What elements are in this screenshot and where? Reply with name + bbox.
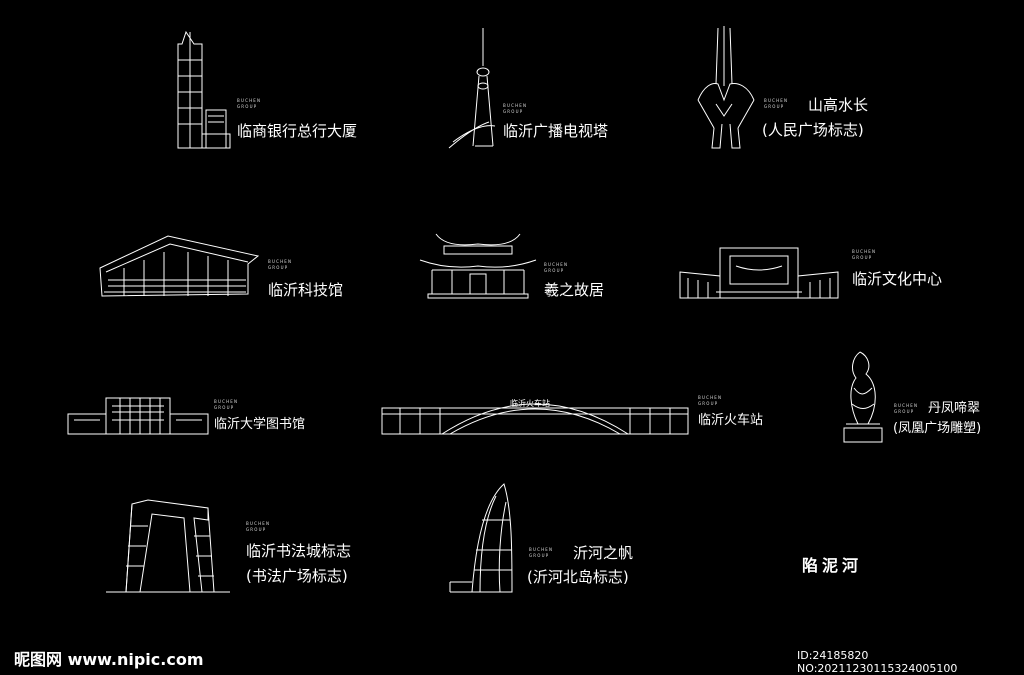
culture-center-icon bbox=[676, 244, 842, 302]
phoenix-sculpture-icon bbox=[838, 348, 888, 444]
station-sign: 临沂火车站 bbox=[510, 399, 550, 408]
label-7: 临沂大学图书馆 bbox=[214, 417, 306, 432]
label-5: 羲之故居 bbox=[544, 281, 605, 299]
label-10: 临沂书法城标志 bbox=[246, 542, 352, 560]
label-3: 山高水长 bbox=[808, 96, 869, 114]
watermark-site: 昵图网 www.nipic.com bbox=[14, 650, 204, 669]
label-6: 临沂文化中心 bbox=[852, 270, 943, 288]
tv-tower-icon bbox=[443, 26, 503, 152]
sublabel-10: (书法广场标志) bbox=[246, 567, 348, 585]
label-11: 沂河之帆 bbox=[573, 544, 634, 562]
label-1: 临商银行总行大厦 bbox=[237, 122, 358, 140]
watermark-id: ID:24185820 NO:20211230115324005100 bbox=[797, 649, 958, 675]
label-2: 临沂广播电视塔 bbox=[503, 122, 609, 140]
label-12: 陷泥河 bbox=[802, 556, 863, 575]
sublabel-3: (人民广场标志) bbox=[762, 121, 864, 139]
sail-building-icon bbox=[446, 480, 516, 596]
tower-building-icon bbox=[172, 30, 232, 150]
monument-icon bbox=[694, 24, 758, 150]
label-9: 丹凤啼翠 bbox=[928, 401, 981, 416]
railway-station-icon bbox=[380, 392, 690, 436]
library-icon bbox=[66, 394, 210, 436]
sublabel-9: (凤凰广场雕塑) bbox=[893, 421, 982, 436]
pavilion-icon bbox=[418, 226, 538, 300]
sublabel-11: (沂河北岛标志) bbox=[527, 568, 629, 586]
label-4: 临沂科技馆 bbox=[268, 281, 344, 299]
science-museum-icon bbox=[98, 234, 262, 300]
label-8: 临沂火车站 bbox=[698, 413, 764, 428]
calligraphy-gate-icon bbox=[104, 496, 234, 596]
